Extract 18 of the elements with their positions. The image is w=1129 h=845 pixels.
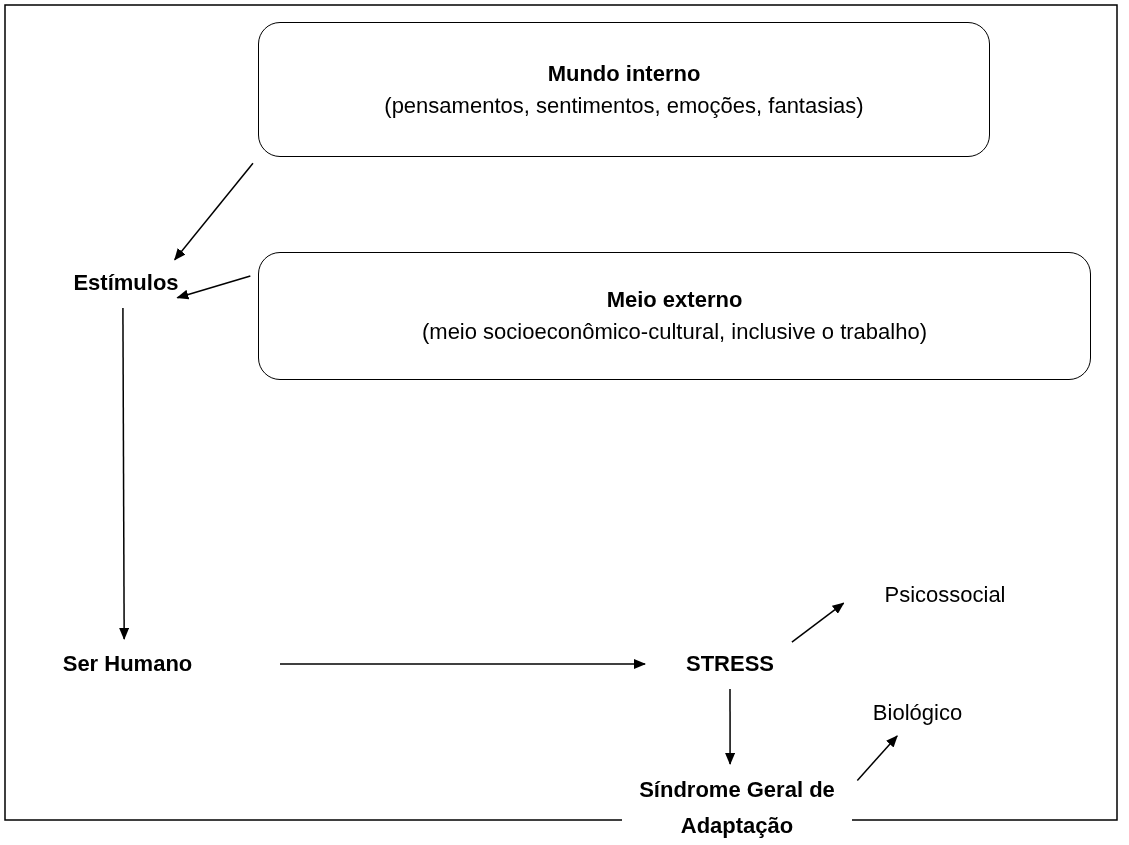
arrow [119, 307, 130, 640]
node-label: Biológico [855, 696, 980, 730]
box-heading: Meio externo [606, 286, 743, 314]
rounded-box [258, 252, 1091, 380]
box-description: (pensamentos, sentimentos, emoções, fantasias) [384, 91, 864, 120]
rounded-box [258, 22, 990, 157]
arrow [279, 659, 646, 669]
arrow [791, 602, 845, 643]
arrow [725, 688, 736, 765]
arrow [856, 735, 898, 782]
arrow [173, 162, 254, 261]
arrow [176, 275, 252, 300]
node-label: Estímulos [48, 266, 204, 300]
box-heading: Mundo interno [547, 59, 701, 88]
node-label: Psicossocial [850, 578, 1040, 612]
node-label: Ser Humano [45, 647, 210, 681]
node-label: STRESS [655, 647, 805, 681]
box-description: (meio socioeconômico-cultural, inclusive o trabalho) [422, 318, 927, 346]
